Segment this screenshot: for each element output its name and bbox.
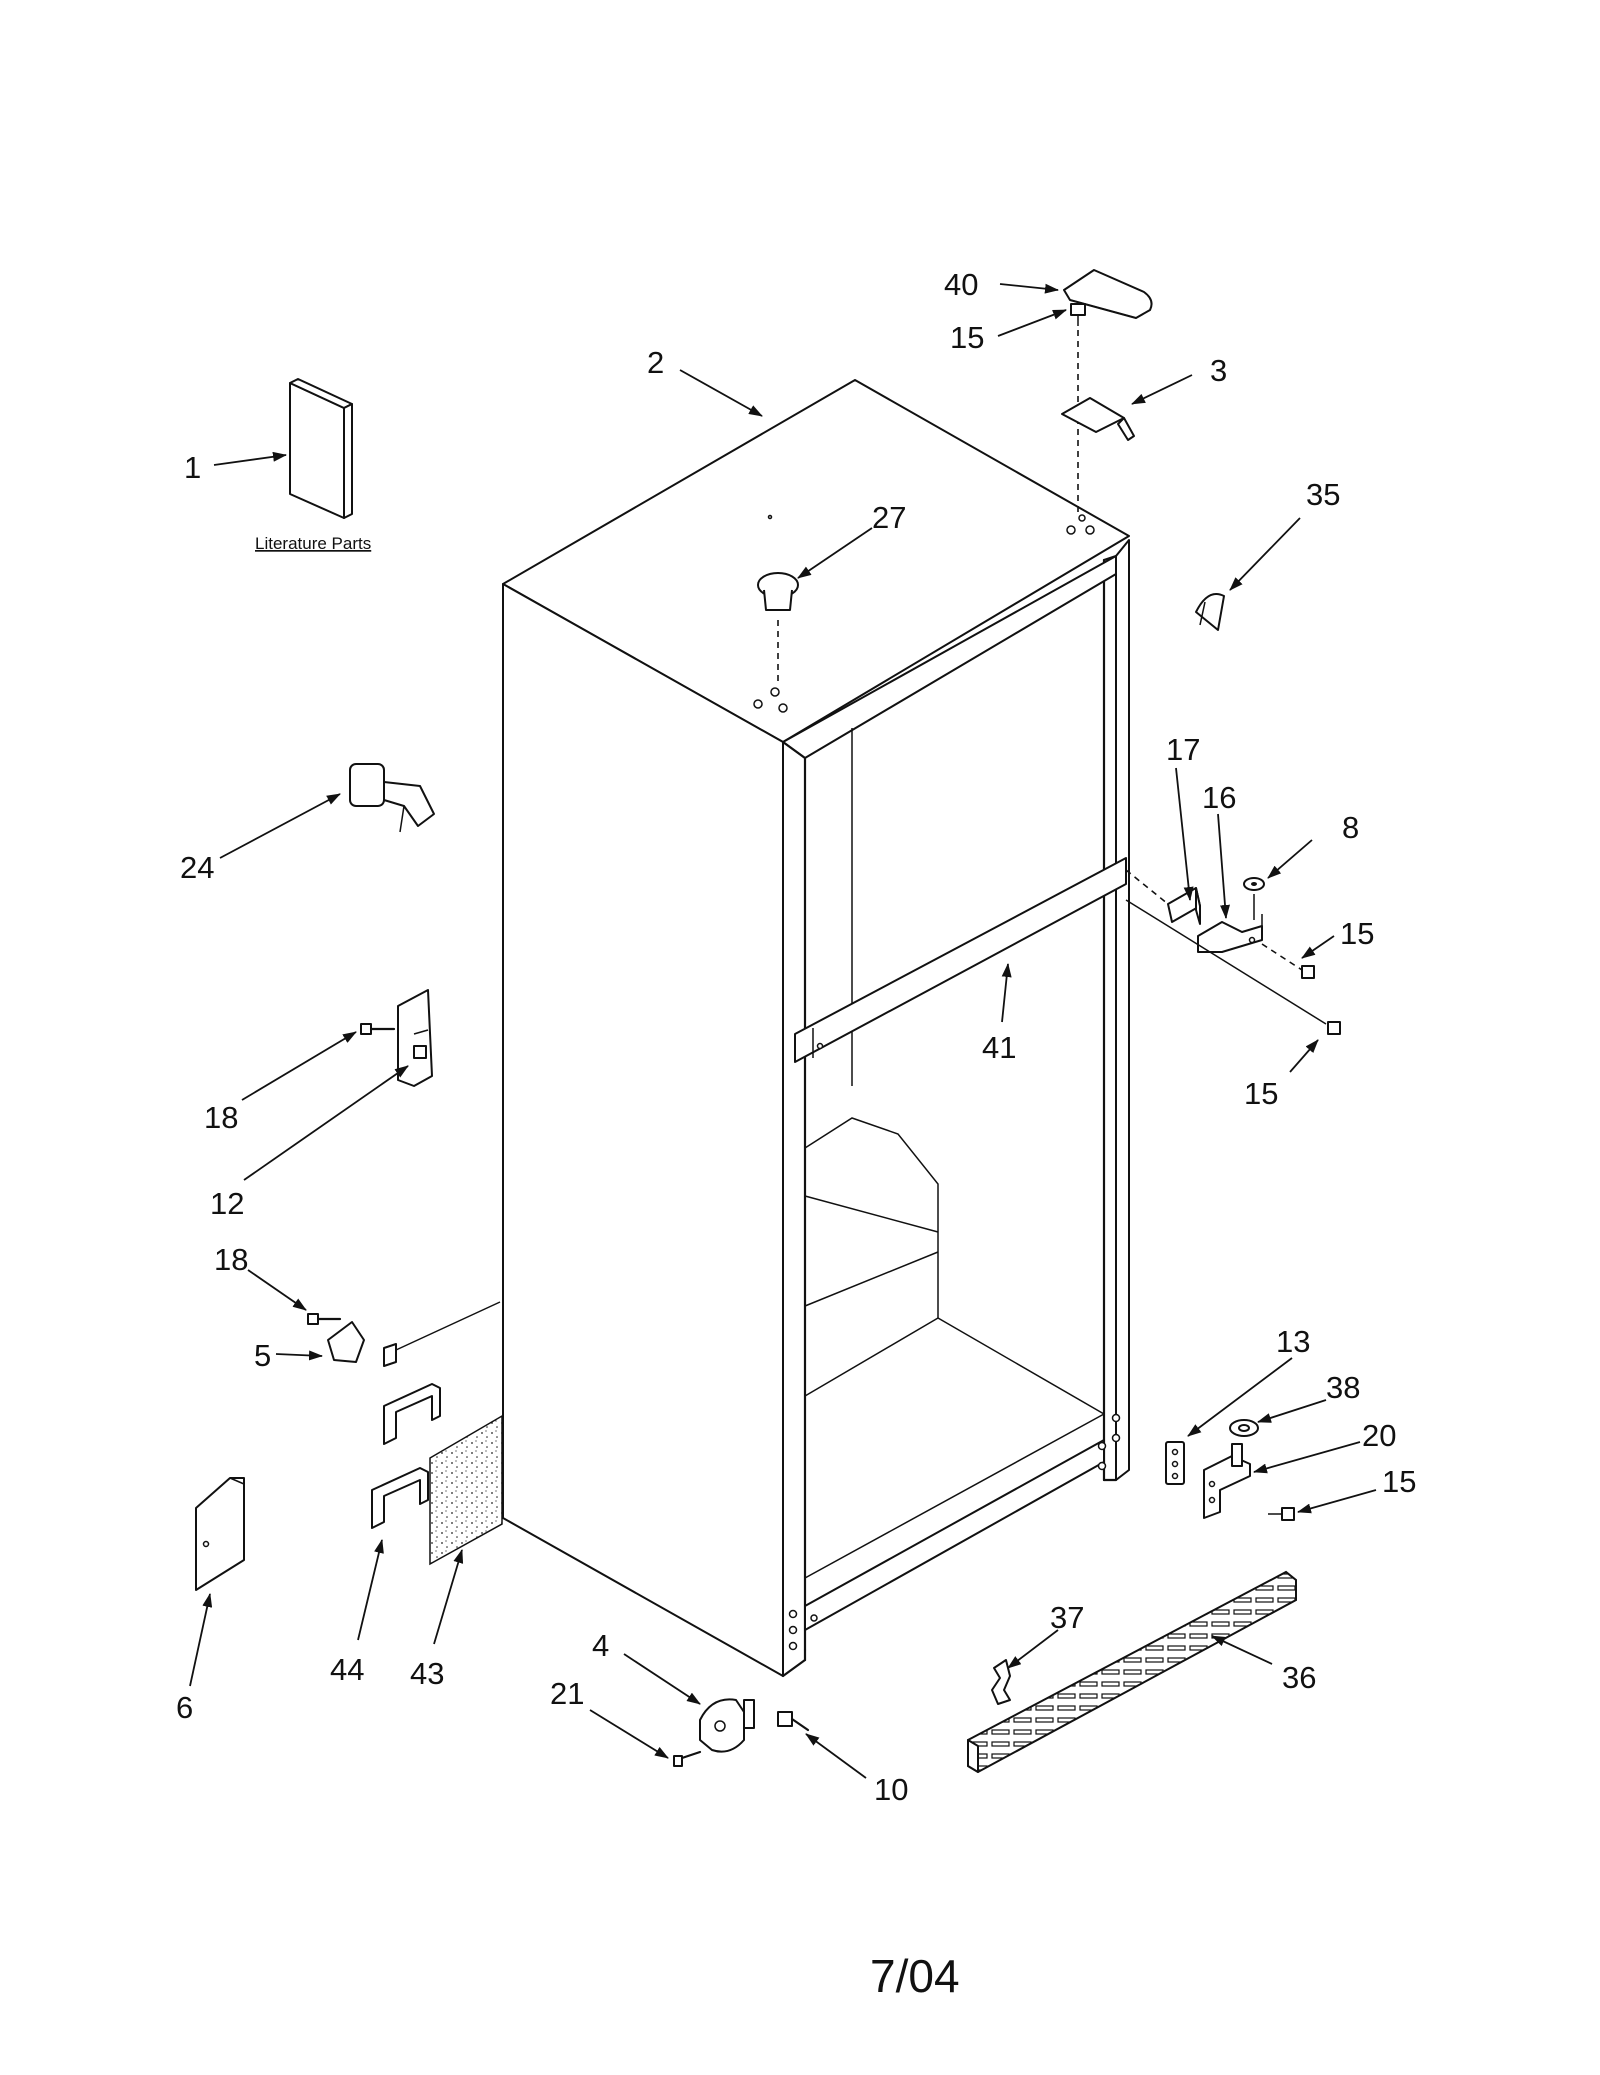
callout-38: 38 xyxy=(1326,1370,1360,1405)
callout-12: 12 xyxy=(210,1186,244,1221)
callout-15: 15 xyxy=(1244,1076,1278,1111)
callout-27: 27 xyxy=(872,500,906,535)
literature-pack xyxy=(289,378,353,519)
hinge-pin-cover xyxy=(1195,593,1225,631)
center-hinge-screw-lower xyxy=(1125,899,1341,1035)
access-cover xyxy=(195,1477,245,1591)
latch-screw xyxy=(360,1023,396,1035)
callout-3: 3 xyxy=(1210,353,1227,388)
plug-button xyxy=(757,572,799,685)
leveling-leg xyxy=(699,1698,755,1753)
callout-1: 1 xyxy=(184,450,201,485)
callout-15: 15 xyxy=(1382,1464,1416,1499)
hinge-washer xyxy=(1243,877,1265,920)
latch-bracket xyxy=(397,989,433,1087)
callout-41: 41 xyxy=(982,1030,1016,1065)
callout-16: 16 xyxy=(1202,780,1236,815)
divider-mullion xyxy=(794,857,1127,1063)
callout-37: 37 xyxy=(1050,1600,1084,1635)
toe-plate-clip xyxy=(327,1301,501,1367)
callout-2: 2 xyxy=(647,345,664,380)
callout-6: 6 xyxy=(176,1690,193,1725)
leg-screw xyxy=(673,1750,702,1767)
refrigerator-cabinet xyxy=(502,379,1130,1678)
center-hinge xyxy=(1197,914,1263,953)
callout-18: 18 xyxy=(204,1100,238,1135)
callout-15: 15 xyxy=(1340,916,1374,951)
bottom-hinge xyxy=(1203,1443,1251,1519)
compressor-bracket xyxy=(371,1383,441,1529)
callout-36: 36 xyxy=(1282,1660,1316,1695)
callout-4: 4 xyxy=(592,1628,609,1663)
bottom-hinge-screw xyxy=(1268,1507,1295,1521)
door-stop xyxy=(349,763,435,833)
top-hinge xyxy=(1061,397,1135,441)
callout-18: 18 xyxy=(214,1242,248,1277)
leader-arrows xyxy=(189,283,1377,1779)
callout-44: 44 xyxy=(330,1652,364,1687)
callout-17: 17 xyxy=(1166,732,1200,767)
insulation-pad xyxy=(429,1414,503,1566)
literature-caption: Literature Parts xyxy=(255,534,371,553)
center-hinge-screw-upper xyxy=(1261,943,1315,979)
callout-43: 43 xyxy=(410,1656,444,1691)
bottom-hinge-shim xyxy=(1165,1441,1185,1485)
clip-screw xyxy=(307,1313,342,1325)
callout-40: 40 xyxy=(944,267,978,302)
callout-5: 5 xyxy=(254,1338,271,1373)
callout-20: 20 xyxy=(1362,1418,1396,1453)
callout-8: 8 xyxy=(1342,810,1359,845)
callout-13: 13 xyxy=(1276,1324,1310,1359)
callout-10: 10 xyxy=(874,1772,908,1807)
callout-labels: 1 Literature Parts 2 40 15 3 35 27 24 17… xyxy=(176,267,1416,1807)
callout-35: 35 xyxy=(1306,477,1340,512)
bottom-hinge-washer xyxy=(1229,1419,1259,1437)
front-screw xyxy=(777,1711,810,1732)
callout-21: 21 xyxy=(550,1676,584,1711)
revision-date: 7/04 xyxy=(870,1950,960,2002)
callout-15: 15 xyxy=(950,320,984,355)
callout-24: 24 xyxy=(180,850,214,885)
grille-clip xyxy=(991,1659,1011,1705)
toe-grille xyxy=(967,1570,1297,1774)
